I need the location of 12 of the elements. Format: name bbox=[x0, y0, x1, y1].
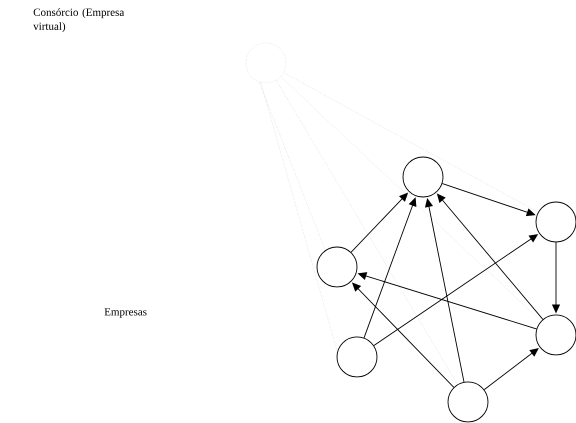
connector-line bbox=[284, 72, 538, 212]
connector-line bbox=[280, 76, 541, 321]
circle-node bbox=[316, 246, 358, 288]
connector-line bbox=[258, 82, 326, 250]
text-label: Empresas bbox=[104, 308, 147, 318]
connector-line bbox=[276, 80, 458, 384]
circle-node bbox=[246, 42, 286, 84]
circle-node bbox=[402, 156, 444, 198]
text-label: Consórcio (Empresa virtual) bbox=[33, 8, 124, 32]
circle-node bbox=[336, 336, 378, 378]
circle-node bbox=[448, 382, 488, 422]
connector-line bbox=[260, 82, 338, 351]
